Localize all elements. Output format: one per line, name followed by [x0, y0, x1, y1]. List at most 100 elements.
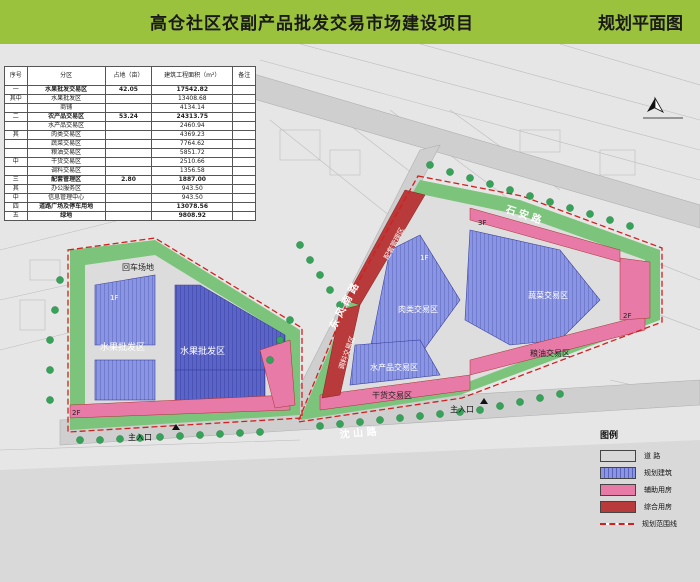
table-cell: [4, 148, 28, 158]
table-cell: [104, 202, 153, 212]
table-header-cell: 占地（亩）: [104, 66, 153, 86]
table-cell: [232, 202, 256, 212]
table-cell: [232, 130, 256, 140]
table-cell: 13408.68: [151, 94, 234, 104]
table-cell: [4, 139, 28, 149]
legend-item-composite: 综合用房: [600, 498, 696, 515]
table-cell: 5851.72: [151, 148, 234, 158]
table-cell: [104, 148, 153, 158]
river-area: [0, 440, 700, 582]
legend-item-road: 道 路: [600, 447, 696, 464]
table-cell: 中: [4, 157, 28, 167]
meat-block: [369, 234, 461, 356]
right-strip-east: [619, 257, 651, 321]
table-cell: 水产品交易区: [26, 121, 106, 131]
table-cell: [232, 121, 256, 131]
map-subtitle: 规划平面图: [598, 14, 683, 34]
table-cell: 17542.82: [151, 85, 234, 95]
legend-swatch-boundary: [600, 522, 634, 525]
table-cell: [104, 211, 153, 221]
aquatic-block: [349, 339, 441, 386]
table-row: 蔬菜交易区 7764.62: [4, 139, 256, 149]
table-cell: [232, 139, 256, 149]
map-label-main-entrance-2: 主入口: [450, 404, 474, 414]
table-cell: 7764.62: [151, 139, 234, 149]
map-label-meat: 肉类交易区: [398, 304, 438, 314]
background-parcels: [0, 44, 700, 541]
map-label-floor-right-2: 2F: [623, 312, 631, 320]
table-cell: [104, 166, 153, 176]
header-bar: 高仓社区农副产品批发交易市场建设项目 规划平面图: [0, 0, 700, 44]
table-cell: 943.50: [151, 193, 234, 203]
north-arrow: [643, 96, 683, 119]
table-row: 调料交易区 1356.58: [4, 166, 256, 176]
table-cell: 中: [4, 193, 28, 203]
table-cell: 42.05: [104, 85, 153, 95]
table-cell: 24313.75: [151, 112, 234, 122]
table-cell: 其中: [4, 94, 28, 104]
map-title: 高仓社区农副产品批发交易市场建设项目: [150, 14, 474, 34]
table-cell: 农产品交易区: [26, 112, 106, 122]
table-cell: [104, 103, 153, 113]
map-label-fruit-2: 水果批发区: [180, 345, 225, 357]
table-cell: [4, 103, 28, 113]
road-label-shen-shan: 沈 山 路: [339, 425, 378, 441]
table-cell: 配套管理区: [26, 175, 106, 185]
table-cell: 9808.92: [151, 211, 234, 221]
table-header-cell: 备注: [232, 66, 256, 86]
table-cell: [232, 166, 256, 176]
table-cell: [104, 184, 153, 194]
dry-goods-strip: [319, 374, 471, 411]
shop-strip-left: [69, 394, 291, 419]
table-cell: 五: [4, 211, 28, 221]
table-cell: 一: [4, 85, 28, 95]
table-cell: [232, 148, 256, 158]
planning-boundary: [67, 175, 663, 433]
table-cell: 三: [4, 175, 28, 185]
table-cell: [232, 103, 256, 113]
map-label-floor-right-3: 3F: [478, 219, 486, 227]
table-cell: 2460.94: [151, 121, 234, 131]
map-label-floor-right-1: 1F: [420, 254, 428, 262]
table-cell: [232, 94, 256, 104]
table-cell: 2.80: [104, 175, 153, 185]
fruit-block-1: [94, 274, 156, 346]
legend-label: 综合用房: [644, 502, 672, 511]
table-cell: 调料交易区: [26, 166, 106, 176]
table-cell: [232, 85, 256, 95]
legend-swatch-road: [600, 449, 636, 462]
table-cell: [104, 94, 153, 104]
table-header-cell: 分区: [26, 66, 106, 86]
table-cell: 肉类交易区: [26, 130, 106, 140]
legend-swatch-building: [600, 466, 636, 479]
table-cell: [232, 112, 256, 122]
legend-label: 辅助用房: [644, 485, 672, 494]
street-trees: [46, 161, 634, 444]
legend-item-boundary: 规划范围线: [600, 515, 696, 532]
map-label-floor-left-1: 1F: [110, 294, 118, 302]
table-cell: 53.24: [104, 112, 153, 122]
management-block: [344, 189, 426, 306]
map-label-dry: 干货交易区: [372, 390, 412, 400]
table-cell: [104, 139, 153, 149]
table-cell: [232, 211, 256, 221]
legend-item-auxiliary: 辅助用房: [600, 481, 696, 498]
seasoning-strip: [321, 304, 361, 399]
table-cell: 4134.14: [151, 103, 234, 113]
table-cell: 13078.56: [151, 202, 234, 212]
table-cell: 1356.58: [151, 166, 234, 176]
table-cell: 蔬菜交易区: [26, 139, 106, 149]
map-label-grain: 粮油交易区: [530, 348, 570, 358]
legend-label: 规划建筑: [644, 468, 672, 477]
entrance-marker-right: [480, 398, 488, 404]
site-plan-map: 回车场地 水果批发区 水果批发区 1F 2F 肉类交易区 蔬菜交易区 水产品交易…: [0, 44, 700, 582]
table-cell: 4369.23: [151, 130, 234, 140]
table-cell: 粮油交易区: [26, 148, 106, 158]
